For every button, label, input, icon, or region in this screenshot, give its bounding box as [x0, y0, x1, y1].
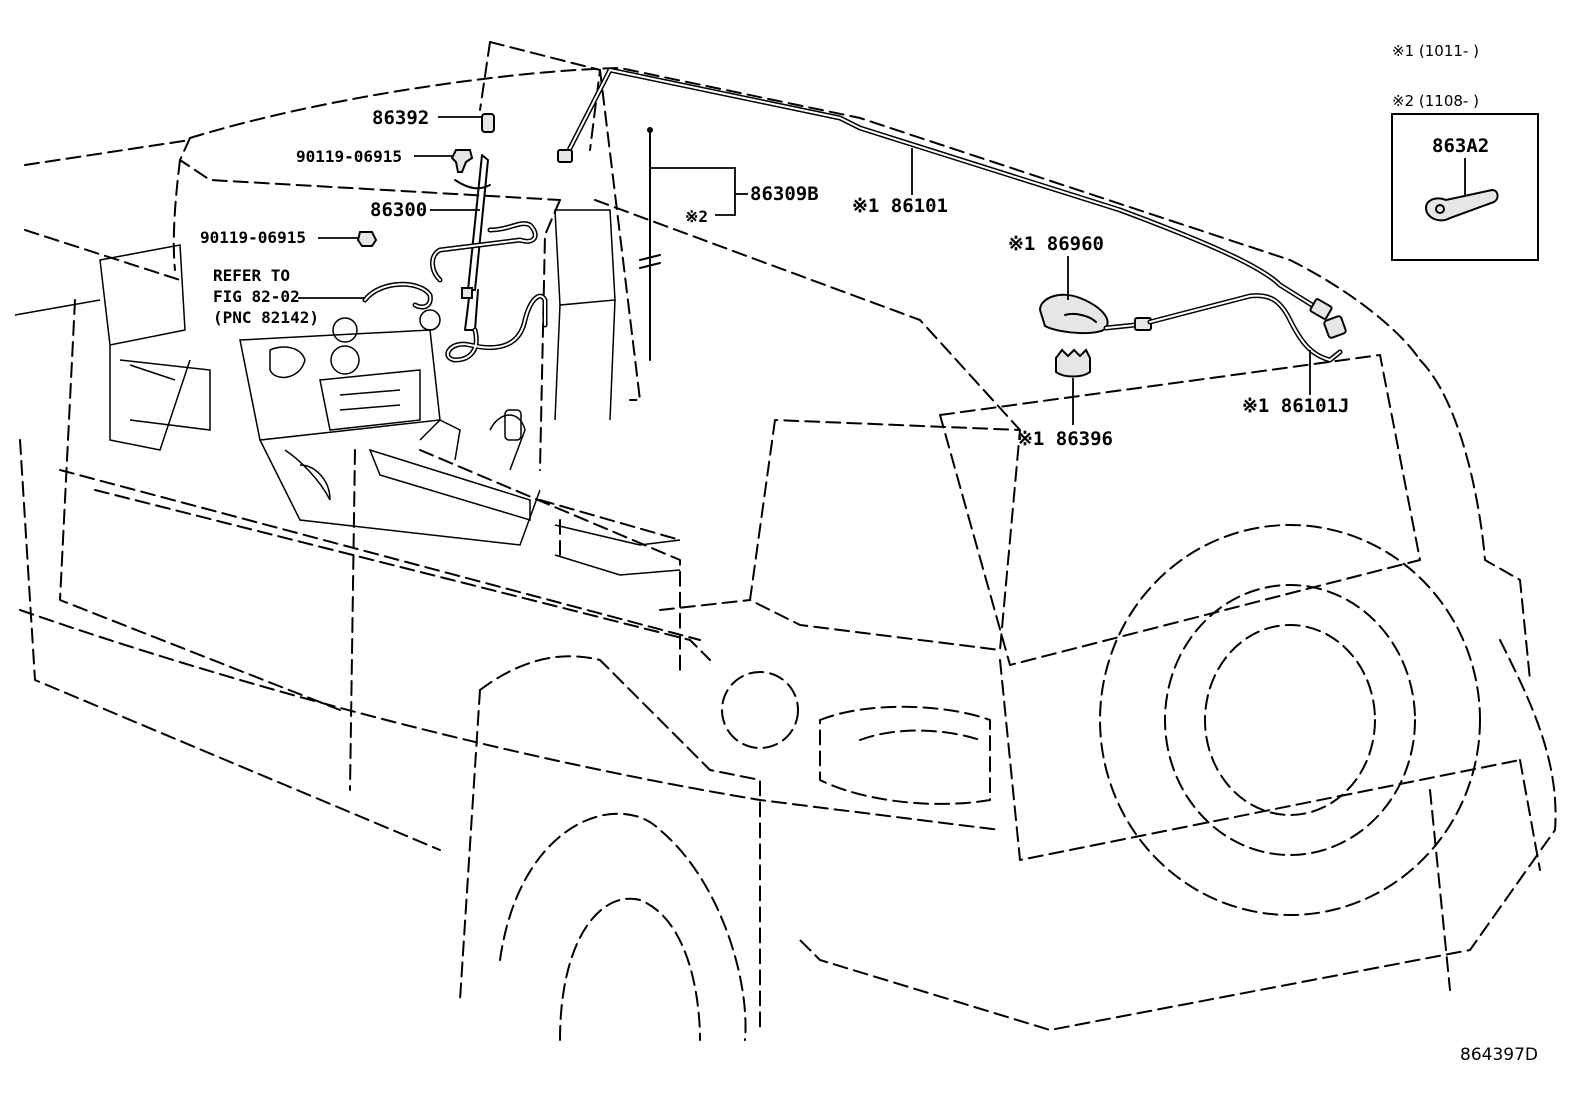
label-refer-line1: REFER TO: [213, 266, 290, 285]
label-86396: ※1 86396: [1017, 428, 1113, 450]
legend-note-1: ※1 (1011- ): [1392, 42, 1479, 60]
label-86300: 86300: [370, 199, 427, 221]
part-86960-antenna: [1038, 256, 1152, 335]
label-86309B-note: ※2: [685, 207, 708, 226]
part-863A2-clamp: [1424, 188, 1499, 222]
inset-label-863A2: 863A2: [1432, 135, 1489, 157]
inset-box: 863A2: [1391, 113, 1539, 261]
bolt-upper: [414, 149, 474, 173]
label-refer-line3: (PNC 82142): [213, 308, 319, 327]
rear-wheel: [499, 812, 747, 1041]
interior-sketch: [14, 209, 681, 576]
label-86960: ※1 86960: [1008, 233, 1104, 255]
label-86309B: 86309B: [750, 183, 819, 205]
label-86392: 86392: [372, 107, 429, 129]
label-90119-upper: 90119-06915: [296, 147, 402, 166]
label-86101: ※1 86101: [852, 195, 948, 217]
spare-tire: [1099, 524, 1481, 916]
vehicle-body-outline: [19, 41, 1557, 1031]
part-86309B-rod-antenna: [639, 127, 748, 361]
part-86392-cap: [438, 113, 495, 133]
label-refer-line2: FIG 82-02: [213, 287, 300, 306]
bolt-lower: [318, 231, 378, 247]
label-86101J: ※1 86101J: [1242, 395, 1349, 417]
legend: ※1 (1011- ) ※2 (1108- ): [1392, 42, 1479, 110]
legend-note-2: ※2 (1108- ): [1392, 92, 1479, 110]
part-labels: 86392 90119-06915 86300 90119-06915 REFE…: [200, 107, 1349, 450]
diagram-id: 864397D: [1460, 1045, 1538, 1065]
part-86101J-cable: [1147, 293, 1347, 395]
part-86101-roof-cable: [557, 67, 1333, 320]
label-90119-lower: 90119-06915: [200, 228, 306, 247]
part-86300-antenna-assembly: [362, 154, 548, 363]
part-86396-nut: [1055, 348, 1091, 425]
